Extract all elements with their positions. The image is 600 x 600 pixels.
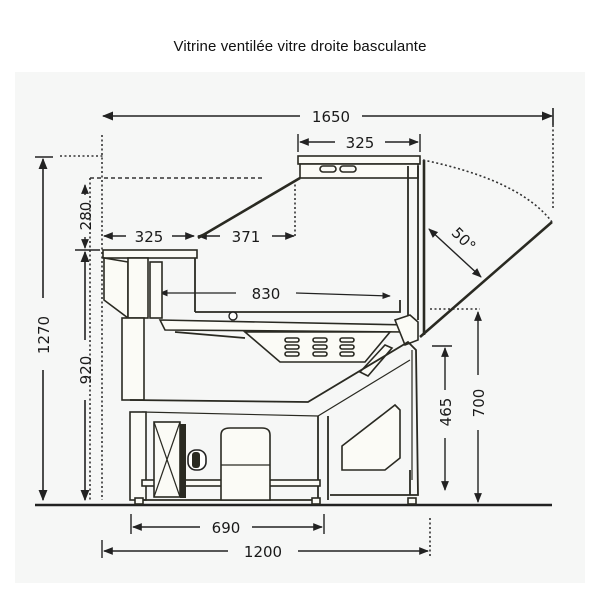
dim-280: 280 xyxy=(75,184,100,251)
svg-text:1270: 1270 xyxy=(35,316,53,354)
dim-830: 830 xyxy=(159,285,391,303)
dim-465: 465 xyxy=(432,345,455,491)
evaporator-vents xyxy=(284,337,355,357)
dim-325-top: 325 xyxy=(297,134,421,152)
svg-text:371: 371 xyxy=(232,228,261,246)
compressor xyxy=(220,427,271,501)
fan-motor xyxy=(187,449,207,471)
svg-text:700: 700 xyxy=(470,389,488,418)
dim-920: 920 xyxy=(77,250,95,502)
svg-text:325: 325 xyxy=(346,134,375,152)
svg-text:1200: 1200 xyxy=(244,543,282,561)
svg-text:280: 280 xyxy=(77,202,95,231)
svg-text:465: 465 xyxy=(437,398,455,427)
svg-text:325: 325 xyxy=(135,228,164,246)
dim-325-front: 325 xyxy=(103,228,195,246)
diagram-title: Vitrine ventilée vitre droite basculante xyxy=(173,38,427,55)
svg-text:1650: 1650 xyxy=(312,108,350,126)
showcase-body: 50° xyxy=(102,155,553,505)
svg-text:920: 920 xyxy=(77,356,95,385)
dim-1650: 1650 xyxy=(101,108,554,500)
dim-1270: 1270 xyxy=(35,156,53,502)
condenser-unit xyxy=(153,421,186,498)
dim-700: 700 xyxy=(430,308,488,503)
svg-text:690: 690 xyxy=(212,519,241,537)
dim-690: 690 xyxy=(130,514,325,537)
svg-text:830: 830 xyxy=(252,285,281,303)
dim-1200: 1200 xyxy=(101,518,431,561)
